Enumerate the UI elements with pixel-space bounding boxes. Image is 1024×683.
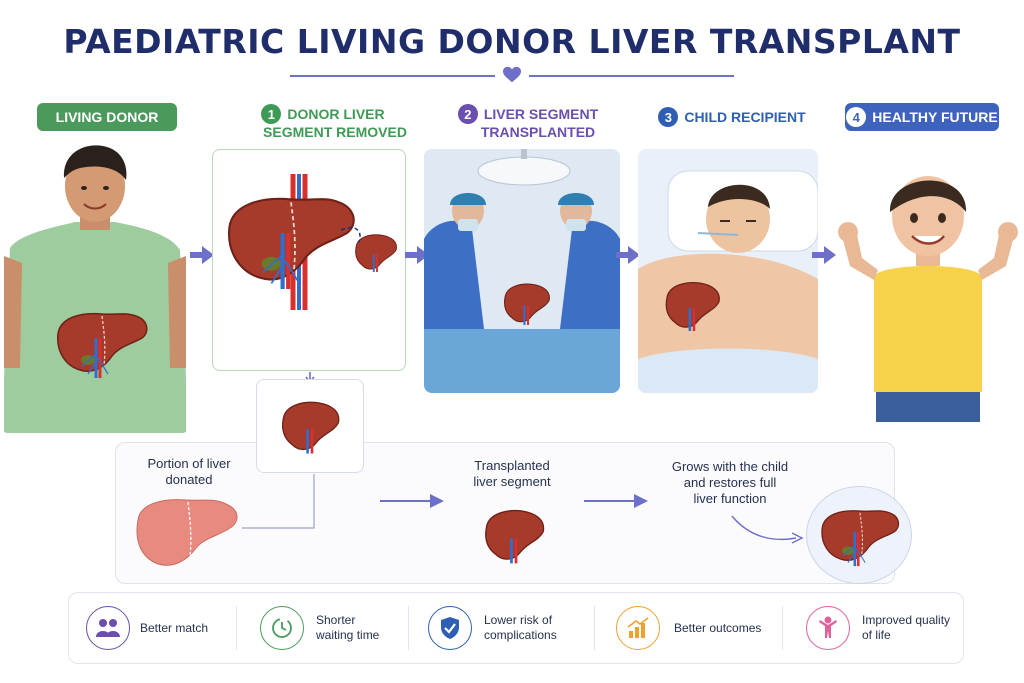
step-2-header: 2 LIVER SEGMENT TRANSPLANTED: [448, 104, 608, 141]
benefit-line: complications: [484, 628, 557, 642]
benefit-line: Better match: [140, 621, 209, 635]
transplanted-caption-line2: liver segment: [473, 474, 551, 489]
transplanted-caption: Transplanted liver segment: [452, 458, 572, 490]
living-donor-badge: LIVING DONOR: [37, 103, 177, 131]
benefit-label-outcomes: Better outcomes: [674, 621, 774, 636]
donated-liver-portion: [136, 499, 238, 566]
title-divider-left: [290, 75, 495, 77]
grows-caption: Grows with the child and restores full l…: [650, 459, 810, 507]
healthy-liver-circle: [806, 486, 912, 584]
clock-icon: [260, 606, 304, 650]
benefit-label-waiting-time: Shorter waiting time: [316, 613, 406, 643]
healthy-child-illustration: [838, 176, 1018, 422]
portion-caption-line2: donated: [165, 472, 213, 487]
arrow-icon: [190, 246, 214, 264]
transplanted-segment: [484, 509, 546, 565]
bar-chart-icon: [616, 606, 660, 650]
benefit-label-complications: Lower risk of complications: [484, 613, 584, 643]
benefit-line: Better outcomes: [674, 621, 762, 635]
step-3-number: 3: [658, 107, 679, 127]
surgery-panel: [424, 149, 620, 393]
step-2-label-line2: TRANSPLANTED: [480, 124, 596, 140]
person-icon: [806, 606, 850, 650]
curved-arrow-icon: [731, 515, 804, 544]
step-4-label: HEALTHY FUTURE: [872, 109, 998, 125]
living-donor-label: LIVING DONOR: [55, 109, 159, 125]
benefit-divider: [236, 606, 237, 650]
benefit-line: waiting time: [316, 628, 380, 642]
step-1-label-line1: DONOR LIVER: [287, 105, 385, 122]
grows-caption-line1: Grows with the child: [671, 459, 789, 474]
title-divider-right: [529, 75, 734, 77]
benefit-divider: [408, 606, 409, 650]
portion-caption: Portion of liver donated: [124, 456, 254, 488]
shield-check-icon: [428, 606, 472, 650]
arrow-icon: [616, 246, 640, 264]
step-1-label-line2: SEGMENT REMOVED: [263, 124, 407, 140]
connector-line: [242, 474, 315, 529]
donor-segment-panel: [212, 149, 406, 371]
benefit-line: of life: [862, 628, 891, 642]
step-2-label-line1: LIVER SEGMENT: [483, 105, 599, 122]
heart-icon: [503, 66, 521, 83]
benefit-label-better-match: Better match: [140, 621, 230, 636]
page-title: PAEDIATRIC LIVING DONOR LIVER TRANSPLANT: [63, 22, 961, 61]
step-4-badge: 4 HEALTHY FUTURE: [845, 103, 999, 131]
step-1-number: 1: [261, 104, 282, 124]
benefit-line: Lower risk of: [484, 613, 553, 627]
benefit-divider: [782, 606, 783, 650]
grows-caption-line3: liver function: [693, 491, 767, 506]
step-3-header: 3 CHILD RECIPIENT: [652, 107, 812, 127]
process-arrow-icon: [380, 494, 444, 508]
benefit-label-quality: Improved quality of life: [862, 613, 958, 643]
step-4-number: 4: [846, 107, 867, 127]
benefit-divider: [594, 606, 595, 650]
step-3-label: CHILD RECIPIENT: [684, 108, 806, 125]
people-icon: [86, 606, 130, 650]
benefit-line: Shorter: [316, 613, 356, 627]
living-donor-illustration: [4, 145, 186, 433]
step-2-number: 2: [457, 104, 478, 124]
grows-caption-line2: and restores full: [683, 475, 777, 490]
step-1-header: 1 DONOR LIVER SEGMENT REMOVED: [228, 104, 418, 141]
removed-segment-card: [256, 379, 364, 473]
process-arrow-icon: [584, 494, 648, 508]
child-recipient-panel: [638, 149, 818, 393]
benefit-line: Improved quality: [862, 613, 951, 627]
portion-caption-line1: Portion of liver: [147, 456, 231, 471]
transplanted-caption-line1: Transplanted: [474, 458, 550, 473]
